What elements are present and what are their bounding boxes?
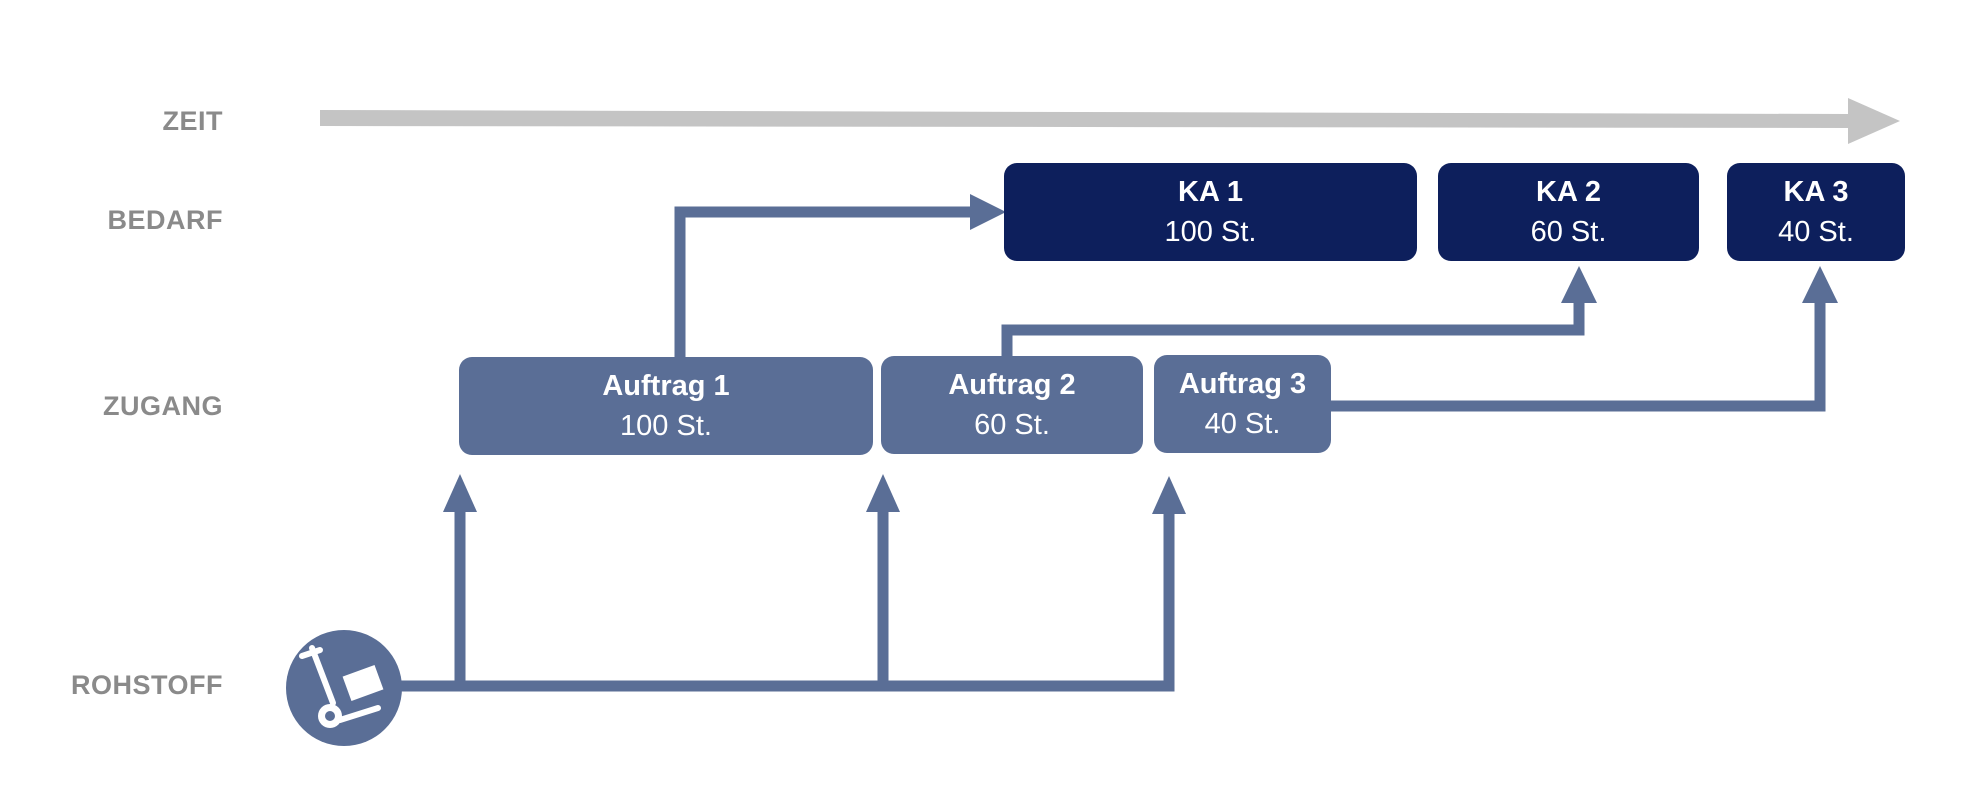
row-label-bedarf: BEDARF [107,205,223,235]
supply-qty: 40 St. [1204,408,1281,440]
supply-box-auftrag1: Auftrag 1 100 St. [459,357,873,455]
raw-material-arrowheads [443,474,1186,514]
supply-box-auftrag3: Auftrag 3 40 St. [1154,355,1331,453]
raw-material-lines [395,512,1175,692]
demand-qty: 60 St. [1530,216,1607,248]
hand-truck-icon [286,630,402,746]
demand-title: KA 3 [1783,176,1849,208]
supply-title: Auftrag 2 [948,369,1076,401]
supply-qty: 60 St. [974,409,1050,441]
link-auftrag1-ka1 [674,194,1006,357]
row-label-rohstoff: ROHSTOFF [71,670,223,700]
time-arrow [320,98,1900,144]
link-auftrag3-ka3 [1331,266,1838,412]
demand-qty: 40 St. [1778,216,1854,248]
demand-title: KA 1 [1178,176,1243,208]
row-label-zeit: ZEIT [162,106,223,136]
supply-title: Auftrag 1 [602,370,730,402]
supply-box-auftrag2: Auftrag 2 60 St. [881,356,1143,454]
demand-box-ka1: KA 1 100 St. [1004,163,1417,261]
demand-title: KA 2 [1536,176,1601,208]
demand-qty: 100 St. [1164,216,1257,248]
demand-box-ka2: KA 2 60 St. [1438,163,1699,261]
supply-title: Auftrag 3 [1178,368,1307,400]
demand-box-ka3: KA 3 40 St. [1727,163,1905,261]
row-label-zugang: ZUGANG [103,391,223,421]
supply-qty: 100 St. [620,410,712,442]
link-auftrag2-ka2 [1001,266,1597,356]
